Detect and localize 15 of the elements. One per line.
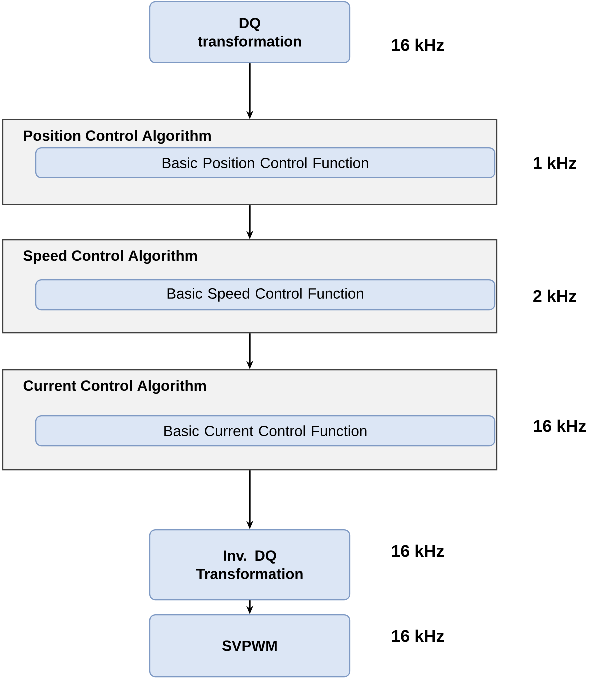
- heading: Current Control Algorithm: [24, 380, 206, 394]
- function-box: Basic Speed Control Function: [35, 279, 496, 311]
- frequency-label: 1 kHz: [534, 156, 576, 170]
- process-box: Inv. DQ Transformation: [149, 529, 351, 601]
- process-box: SVPWM: [149, 614, 351, 678]
- frequency-label: 16 kHz: [534, 420, 586, 432]
- frequency-label: 16 kHz: [392, 544, 444, 558]
- function-box: Basic Current Control Function: [35, 415, 496, 447]
- process-box: DQ transformation: [149, 1, 351, 64]
- function-box: Basic Position Control Function: [35, 147, 496, 179]
- frequency-label: 16 kHz: [392, 630, 444, 642]
- frequency-label: 16 kHz: [392, 38, 444, 52]
- heading: Position Control Algorithm: [24, 130, 211, 144]
- frequency-label: 2 kHz: [534, 290, 576, 302]
- heading: Speed Control Algorithm: [24, 250, 198, 264]
